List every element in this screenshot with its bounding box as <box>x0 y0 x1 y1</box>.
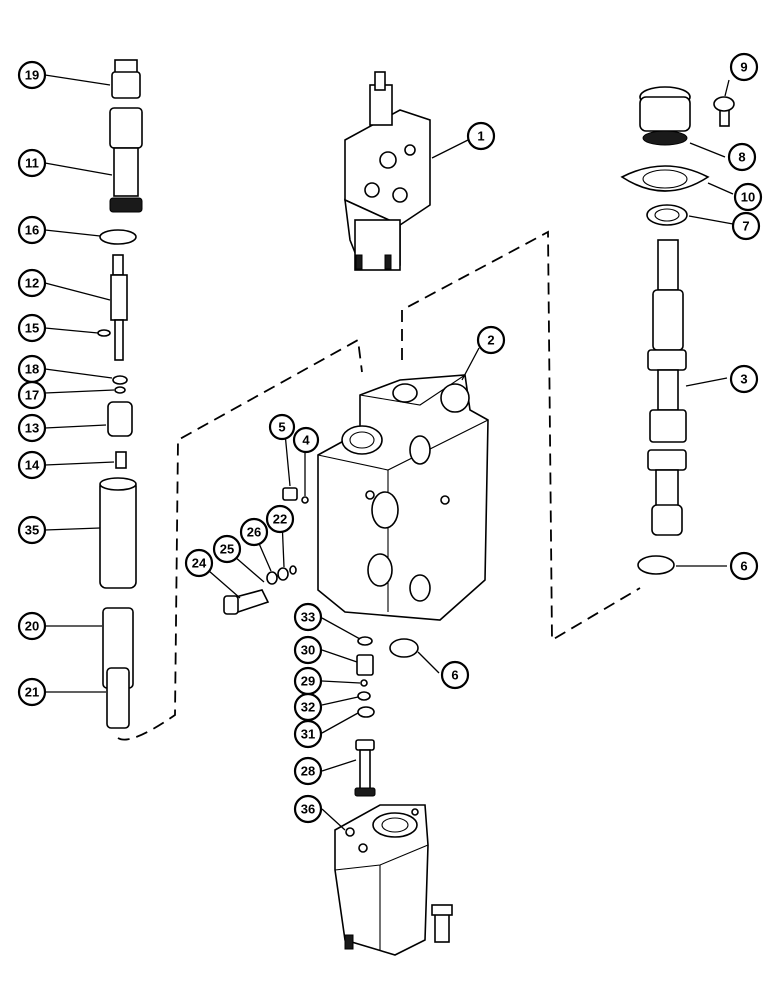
svg-text:31: 31 <box>301 727 315 742</box>
callout-19: 19 <box>17 60 47 90</box>
svg-text:13: 13 <box>25 421 39 436</box>
callout-12: 12 <box>17 268 47 298</box>
svg-text:9: 9 <box>740 60 747 75</box>
callout-21: 21 <box>17 677 47 707</box>
lower-housing <box>334 804 453 956</box>
svg-text:6: 6 <box>740 559 747 574</box>
svg-text:18: 18 <box>25 362 39 377</box>
svg-text:36: 36 <box>301 802 315 817</box>
callout-14: 14 <box>17 450 47 480</box>
callout-20: 20 <box>17 611 47 641</box>
svg-text:14: 14 <box>25 458 40 473</box>
callout-36: 36 <box>293 794 323 824</box>
svg-text:22: 22 <box>273 512 287 527</box>
control-valve-assembly <box>344 71 431 271</box>
callout-25: 25 <box>212 534 242 564</box>
svg-text:5: 5 <box>278 420 285 435</box>
callout-2: 2 <box>476 325 506 355</box>
svg-text:4: 4 <box>302 433 310 448</box>
middle-small-parts <box>223 487 419 797</box>
callout-29: 29 <box>293 666 323 696</box>
svg-text:32: 32 <box>301 700 315 715</box>
svg-text:29: 29 <box>301 674 315 689</box>
callout-9: 9 <box>729 52 759 82</box>
assembly-guide-left <box>117 338 363 741</box>
callout-24: 24 <box>184 548 214 578</box>
svg-text:25: 25 <box>220 542 234 557</box>
callout-8: 8 <box>727 142 757 172</box>
callout-31: 31 <box>293 719 323 749</box>
callout-22: 22 <box>265 504 295 534</box>
callout-17: 17 <box>17 380 47 410</box>
svg-text:28: 28 <box>301 764 315 779</box>
svg-text:16: 16 <box>25 223 39 238</box>
svg-text:24: 24 <box>192 556 207 571</box>
svg-text:12: 12 <box>25 276 39 291</box>
svg-text:11: 11 <box>25 156 39 171</box>
callout-6-right: 6 <box>729 551 759 581</box>
callout-16: 16 <box>17 215 47 245</box>
callout-3: 3 <box>729 364 759 394</box>
callout-5: 5 <box>268 413 296 441</box>
svg-text:33: 33 <box>301 610 315 625</box>
callout-11: 11 <box>17 148 47 178</box>
callout-13: 13 <box>17 413 47 443</box>
callout-10: 10 <box>733 182 763 212</box>
callout-30: 30 <box>293 635 323 665</box>
callout-33: 33 <box>293 602 323 632</box>
callout-15: 15 <box>17 313 47 343</box>
svg-text:19: 19 <box>25 68 39 83</box>
svg-text:3: 3 <box>740 372 747 387</box>
callout-35: 35 <box>17 515 47 545</box>
svg-text:2: 2 <box>487 333 494 348</box>
callout-18: 18 <box>17 354 47 384</box>
svg-text:35: 35 <box>25 523 39 538</box>
svg-text:30: 30 <box>301 643 315 658</box>
assembly-guide-right <box>401 230 641 642</box>
svg-text:26: 26 <box>247 525 261 540</box>
callout-7: 7 <box>731 211 761 241</box>
right-spool-parts <box>620 86 735 575</box>
svg-text:15: 15 <box>25 321 39 336</box>
valve-body <box>317 374 489 621</box>
svg-text:10: 10 <box>741 190 755 205</box>
svg-text:17: 17 <box>25 388 39 403</box>
svg-text:21: 21 <box>25 685 39 700</box>
svg-text:20: 20 <box>25 619 39 634</box>
svg-text:1: 1 <box>477 129 484 144</box>
callout-4: 4 <box>292 426 320 454</box>
svg-text:6: 6 <box>451 668 458 683</box>
left-stack-parts <box>97 59 143 729</box>
callout-26: 26 <box>239 517 269 547</box>
svg-text:7: 7 <box>742 219 749 234</box>
callout-1: 1 <box>466 121 496 151</box>
svg-text:8: 8 <box>738 150 745 165</box>
callout-6-lower: 6 <box>440 660 470 690</box>
callout-32: 32 <box>293 692 323 722</box>
callout-28: 28 <box>293 756 323 786</box>
